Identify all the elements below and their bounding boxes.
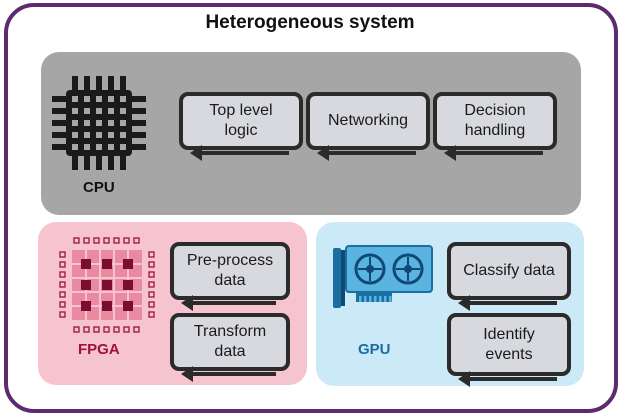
cpu-label: CPU xyxy=(83,179,115,196)
task-identify-events: Identify events xyxy=(447,313,571,387)
fpga-chip-icon xyxy=(59,237,155,333)
task-top-level-logic: Top level logic xyxy=(179,92,303,161)
task-networking: Networking xyxy=(306,92,430,161)
task-transform-data: Transform data xyxy=(170,313,290,382)
task-pre-process-data: Pre-process data xyxy=(170,242,290,311)
task-decision-handling: Decision handling xyxy=(433,92,557,161)
task-classify-data: Classify data xyxy=(447,242,571,311)
cpu-chip-icon xyxy=(52,76,146,170)
gpu-card-icon xyxy=(333,245,433,308)
gpu-label: GPU xyxy=(358,341,391,358)
diagram-title: Heterogeneous system xyxy=(205,12,415,33)
fpga-label: FPGA xyxy=(78,341,120,358)
